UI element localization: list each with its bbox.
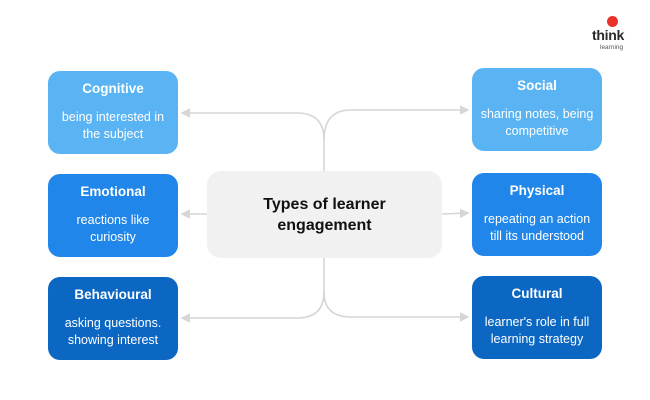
connector-cultural bbox=[323, 291, 470, 322]
logo-dot bbox=[607, 16, 618, 27]
card-description: being interested in the subject bbox=[61, 110, 165, 141]
brand-logo: think learning bbox=[588, 14, 636, 54]
card-description: reactions like curiosity bbox=[76, 213, 150, 244]
card-behavioural: Behavioural asking questions. showing in… bbox=[48, 277, 178, 360]
logo-wordmark: think bbox=[592, 27, 624, 43]
card-title: Behavioural bbox=[74, 287, 152, 302]
card-title: Emotional bbox=[80, 184, 146, 199]
connector-cognitive bbox=[180, 108, 325, 141]
center-title: Types of learner engagement bbox=[263, 195, 386, 234]
connector-social bbox=[323, 105, 470, 141]
card-social: Social sharing notes, being competitive bbox=[472, 68, 602, 151]
card-emotional: Emotional reactions like curiosity bbox=[48, 174, 178, 257]
card-cognitive: Cognitive being interested in the subjec… bbox=[48, 71, 178, 154]
card-description: sharing notes, being competitive bbox=[480, 107, 594, 138]
logo-subtitle: learning bbox=[600, 44, 624, 51]
card-title: Social bbox=[517, 78, 557, 93]
card-title: Physical bbox=[509, 183, 565, 198]
card-description: learner's role in full learning strategy bbox=[484, 315, 590, 346]
card-title: Cultural bbox=[511, 286, 563, 301]
connector-behavioural bbox=[180, 291, 325, 323]
card-description: asking questions. showing interest bbox=[64, 316, 162, 347]
card-cultural: Cultural learner's role in full learning… bbox=[472, 276, 602, 359]
card-title: Cognitive bbox=[82, 81, 144, 96]
card-description: repeating an action till its understood bbox=[483, 212, 591, 243]
center-node: Types of learner engagement bbox=[207, 171, 442, 258]
connector-physical bbox=[441, 208, 470, 219]
card-physical: Physical repeating an action till its un… bbox=[472, 173, 602, 256]
